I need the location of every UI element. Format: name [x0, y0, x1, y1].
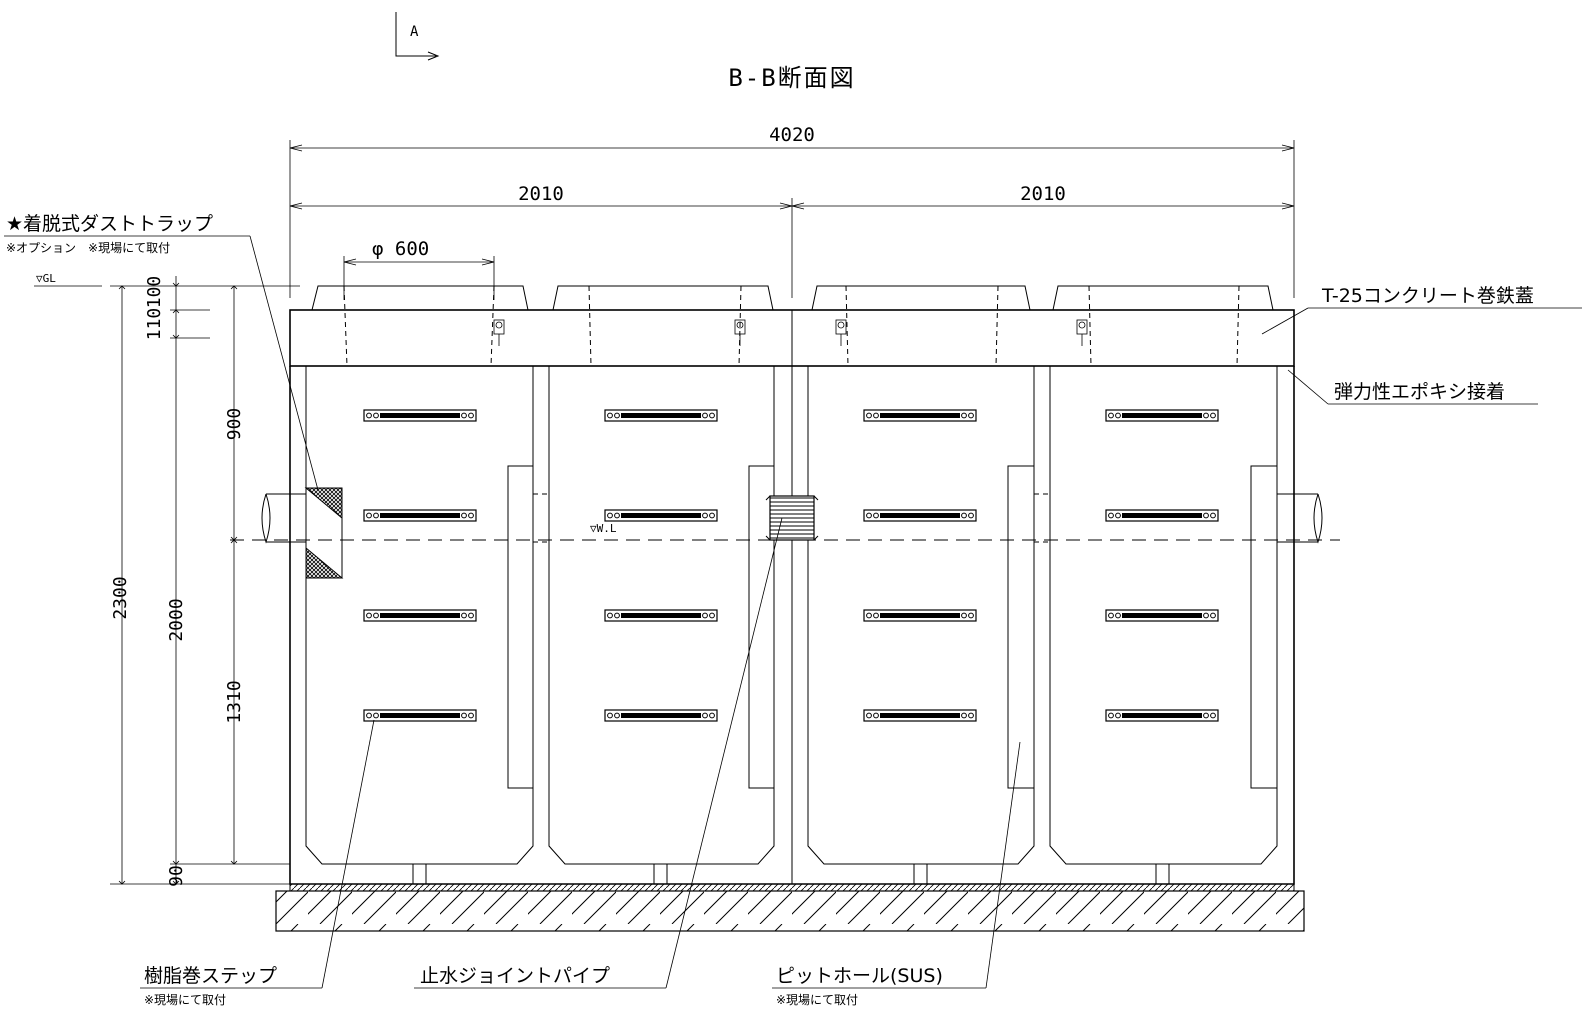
dimension-right-label: 2010 [1020, 183, 1066, 205]
dimension-overall: 4020 [289, 124, 1295, 298]
step-rung [363, 609, 477, 622]
joint-pipe-label: 止水ジョイントパイプ [420, 965, 610, 987]
dust-trap-label: ★着脱式ダストトラップ [6, 213, 213, 235]
step-label: 樹脂巻ステップ [144, 965, 277, 987]
step-rung [363, 709, 477, 722]
dim-total-label: 2300 [110, 576, 131, 619]
top-slab [289, 309, 1295, 367]
manhole-covers [311, 285, 1274, 367]
pit-hole-note: ※現場にて取付 [776, 993, 858, 1007]
step-rung [863, 409, 977, 422]
water-level-label: ▽W.L [590, 522, 617, 535]
section-marker: A [395, 12, 440, 61]
step-rung [1105, 509, 1219, 522]
step-rung [1105, 709, 1219, 722]
dim-lower-label: 1310 [224, 680, 245, 723]
dim-cover-label: 100 [144, 276, 165, 309]
dimension-opening-label: φ 600 [372, 238, 429, 260]
dim-mid-label: 2000 [166, 598, 187, 641]
ground-level-label: ▽GL [36, 272, 56, 285]
dimension-overall-label: 4020 [769, 124, 815, 146]
dim-base-label: 90 [166, 865, 187, 887]
joint-pipe [765, 495, 819, 541]
adhesive-label: 弾力性エポキシ接着 [1334, 381, 1505, 403]
dimension-half-widths: 2010 2010 [289, 183, 1295, 298]
dimension-opening: φ 600 [343, 238, 495, 300]
step-rung [1105, 409, 1219, 422]
step-note: ※現場にて取付 [144, 993, 226, 1007]
ground-level: ▽GL [34, 272, 300, 287]
drawing-title: B-B断面図 [728, 64, 855, 92]
step-rung [604, 709, 718, 722]
tank-body [289, 366, 1295, 892]
vertical-dimensions: 100 110 900 2300 2000 1310 90 [110, 276, 290, 887]
pit-hole-label: ピットホール(SUS) [776, 965, 943, 987]
dim-upper-label: 900 [224, 408, 245, 441]
step-rung [604, 609, 718, 622]
dust-trap [304, 487, 344, 579]
section-marker-label: A [410, 24, 419, 40]
step-rung [863, 709, 977, 722]
step-rung [863, 509, 977, 522]
step-rung [363, 409, 477, 422]
foundation [275, 890, 1305, 932]
dust-trap-note: ※オプション ※現場にて取付 [6, 241, 170, 255]
step-rung [604, 409, 718, 422]
step-rung [363, 509, 477, 522]
callouts: ★着脱式ダストトラップ ※オプション ※現場にて取付 T-25コンクリート巻鉄蓋… [4, 213, 1582, 1007]
cover-label: T-25コンクリート巻鉄蓋 [1321, 285, 1534, 307]
pipes [261, 493, 1323, 544]
dim-slab-label: 110 [144, 308, 165, 341]
pit-hole-plates [507, 465, 1278, 789]
dimension-left-label: 2010 [518, 183, 564, 205]
step-rung [1105, 609, 1219, 622]
step-rung [604, 509, 718, 522]
resin-steps [363, 409, 1219, 722]
step-rung [863, 609, 977, 622]
